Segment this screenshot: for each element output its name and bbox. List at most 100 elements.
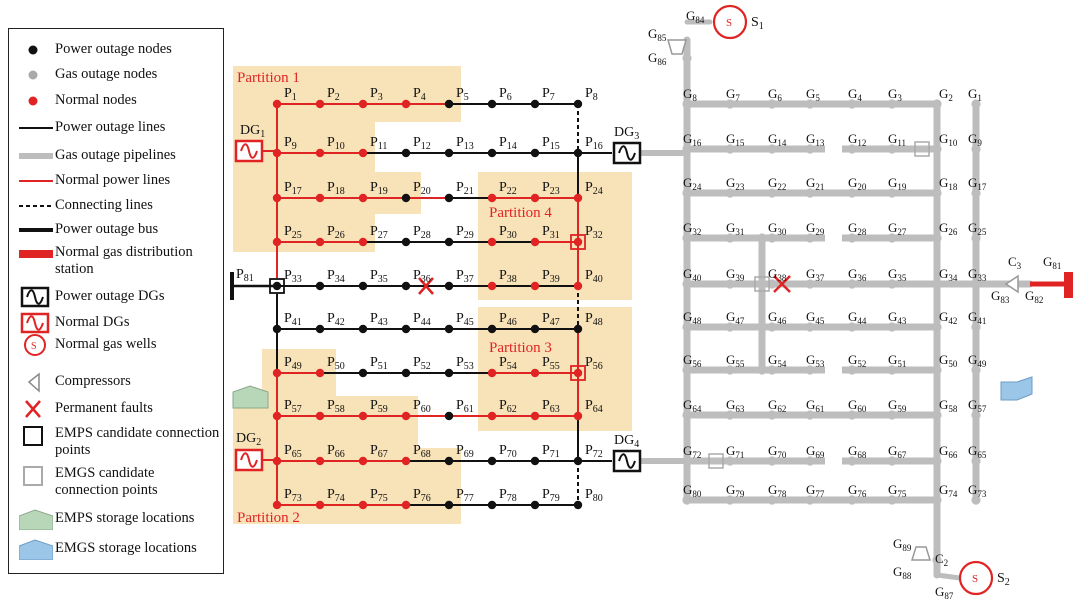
compressor-c2 <box>910 546 932 561</box>
gas-node <box>932 365 942 375</box>
gas-node <box>971 233 981 243</box>
gas-node <box>805 188 815 198</box>
normal-node <box>573 237 583 247</box>
gas-node-label: G48 <box>683 309 702 326</box>
normal-node <box>573 411 583 421</box>
gas-node-label: G80 <box>683 482 702 499</box>
partition-area <box>368 172 421 214</box>
gas-node <box>725 99 735 109</box>
power-node-label: P32 <box>585 224 603 241</box>
gas-node <box>847 322 857 332</box>
gas-node <box>682 233 692 243</box>
power-node-label: P56 <box>585 355 603 372</box>
gas-node <box>725 188 735 198</box>
gas-node <box>805 233 815 243</box>
gas-station <box>1064 272 1073 298</box>
power-node-label: P51 <box>370 355 388 372</box>
gas-node <box>847 279 857 289</box>
gas-node-label: G4 <box>848 86 862 103</box>
power-fault-icon <box>418 277 434 295</box>
gas-node-label: G47 <box>726 309 745 326</box>
normal-node <box>272 193 282 203</box>
black-dot-icon <box>28 45 38 55</box>
power-node-label: P3 <box>370 86 383 103</box>
gas-node-label: G5 <box>806 86 820 103</box>
gas-node-label: G3 <box>888 86 902 103</box>
gas-node-label: G57 <box>968 397 987 414</box>
gas-node <box>725 456 735 466</box>
gas-node <box>971 365 981 375</box>
legend-label: Power outage DGs <box>55 288 165 304</box>
power-node-label: P63 <box>542 398 560 415</box>
dg-label: DG3 <box>614 125 639 142</box>
gas-node-label: G82 <box>1025 288 1043 305</box>
power-outage-node <box>401 237 411 247</box>
gas-well-icon <box>958 560 994 596</box>
partition-area <box>478 307 632 431</box>
gas-node-label: G13 <box>806 131 825 148</box>
power-node-label: P48 <box>585 311 603 328</box>
gas-node-label: G59 <box>888 397 907 414</box>
gas-node-label: G55 <box>726 352 745 369</box>
power-outage-node <box>401 368 411 378</box>
gas-node-label: G70 <box>768 443 787 460</box>
gas-node-label: G41 <box>968 309 986 326</box>
power-outage-node <box>573 456 583 466</box>
power-node-label: P2 <box>327 86 340 103</box>
gas-node-label: G51 <box>888 352 906 369</box>
gas-node <box>932 99 942 109</box>
power-node-label: P24 <box>585 180 603 197</box>
power-node-label: P6 <box>499 86 512 103</box>
gas-node-label: G8 <box>683 86 697 103</box>
power-node-label: P7 <box>542 86 555 103</box>
power-outage-node <box>444 281 454 291</box>
power-node-label: P19 <box>370 180 388 197</box>
legend-item: Permanent faults <box>9 398 223 420</box>
gas-node-label: G16 <box>683 131 702 148</box>
gas-node-label: G50 <box>939 352 958 369</box>
compressor-c3 <box>1004 274 1019 294</box>
gas-node-label: G25 <box>968 220 987 237</box>
gas-well-icon: S <box>24 334 46 356</box>
fault-cross-icon <box>25 400 41 418</box>
gas-node-label: G19 <box>888 175 907 192</box>
normal-node <box>358 411 368 421</box>
power-node-label: P78 <box>499 487 517 504</box>
power-node-label: P25 <box>284 224 302 241</box>
gas-fault-icon <box>773 275 791 293</box>
power-outage-node <box>530 324 540 334</box>
gas-node-label: G9 <box>968 131 982 148</box>
gas-node-label: G11 <box>888 131 906 148</box>
normal-node <box>358 99 368 109</box>
gas-node <box>971 410 981 420</box>
svg-text:S: S <box>31 341 37 352</box>
power-node-label: P68 <box>413 443 431 460</box>
gas-node <box>725 322 735 332</box>
power-node-label: P74 <box>327 487 345 504</box>
power-outage-node <box>401 281 411 291</box>
power-node-label: P27 <box>370 224 388 241</box>
normal-node <box>315 500 325 510</box>
legend-item: Connecting lines <box>9 195 223 217</box>
gas-node-label: G65 <box>968 443 987 460</box>
power-node-label: P79 <box>542 487 560 504</box>
gas-node-label: G42 <box>939 309 957 326</box>
legend-item: EMGS candidate connection points <box>9 465 223 498</box>
power-node-label: P60 <box>413 398 431 415</box>
gas-node <box>887 410 897 420</box>
gas-node-label: G24 <box>683 175 702 192</box>
normal-node <box>358 237 368 247</box>
gas-node <box>847 233 857 243</box>
power-node-label: P57 <box>284 398 302 415</box>
gas-node <box>757 365 767 375</box>
gas-node-label: G75 <box>888 482 907 499</box>
normal-node <box>315 148 325 158</box>
gas-node-label: G79 <box>726 482 745 499</box>
gas-node <box>971 99 981 109</box>
gas-node-label: G88 <box>893 564 912 581</box>
legend-label: EMGS candidate connection points <box>55 465 158 498</box>
gas-node-label: G34 <box>939 266 958 283</box>
legend-label: Normal DGs <box>55 314 130 330</box>
power-outage-node <box>444 99 454 109</box>
